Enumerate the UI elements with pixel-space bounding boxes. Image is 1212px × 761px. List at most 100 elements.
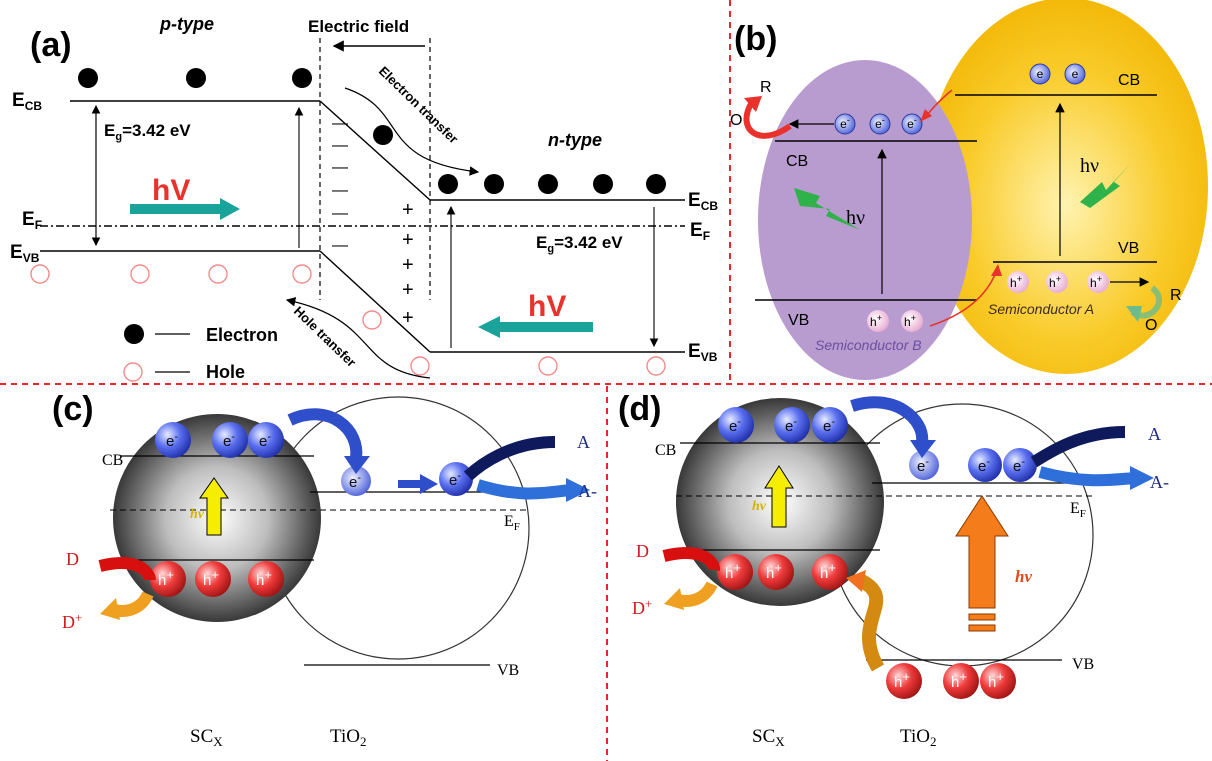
- svg-text:—: —: [332, 159, 348, 176]
- svg-text:e-: e-: [917, 456, 929, 475]
- svg-text:O: O: [1145, 317, 1157, 334]
- svg-text:A: A: [577, 432, 590, 452]
- svg-text:h+: h+: [988, 669, 1004, 691]
- svg-text:hν: hν: [846, 207, 865, 229]
- svg-text:e-: e-: [978, 456, 990, 475]
- panel-a: (a) p-type Electric field: [10, 14, 718, 382]
- electric-field-label: Electric field: [308, 17, 409, 36]
- svg-text:Eg=3.42 eV: Eg=3.42 eV: [536, 233, 623, 255]
- svg-text:ECB: ECB: [688, 190, 718, 213]
- svg-text:h+: h+: [870, 313, 882, 329]
- svg-text:ECB: ECB: [12, 90, 42, 113]
- svg-text:R: R: [1170, 287, 1182, 304]
- svg-text:A-: A-: [1150, 472, 1169, 492]
- svg-text:VB: VB: [1072, 656, 1094, 673]
- svg-text:h+: h+: [203, 567, 219, 589]
- svg-text:—: —: [332, 182, 348, 199]
- panel-d-label: (d): [618, 390, 661, 428]
- svg-text:h+: h+: [158, 567, 174, 589]
- svg-text:hν: hν: [1015, 567, 1032, 586]
- svg-text:h+: h+: [1010, 274, 1022, 290]
- svg-text:Eg=3.42 eV: Eg=3.42 eV: [104, 121, 191, 143]
- n-type-label: n-type: [548, 130, 602, 150]
- svg-text:e-: e-: [1013, 456, 1025, 475]
- holes-d: h+ h+ h+ h+ h+ h+: [717, 554, 1016, 699]
- svg-text:EF: EF: [504, 513, 520, 533]
- holes-c: h+ h+ h+: [150, 561, 284, 597]
- svg-text:—: —: [332, 115, 348, 132]
- svg-text:h+: h+: [904, 313, 916, 329]
- svg-text:e-: e-: [907, 115, 917, 131]
- svg-text:EF: EF: [690, 220, 710, 243]
- svg-text:—: —: [332, 237, 348, 254]
- electrons-c: e- e- e- e- e-: [155, 422, 473, 496]
- svg-text:CB: CB: [786, 153, 808, 170]
- svg-text:+: +: [402, 229, 414, 251]
- svg-text:hν: hν: [752, 499, 767, 514]
- panel-b: (b) CB VB CB VB hν hν e- e- e- e e: [730, 0, 1208, 380]
- svg-text:e-: e-: [349, 472, 361, 491]
- svg-text:e: e: [1072, 67, 1079, 81]
- svg-text:—: —: [332, 205, 348, 222]
- svg-text:EF: EF: [1070, 500, 1086, 520]
- svg-text:Semiconductor B: Semiconductor B: [815, 337, 922, 353]
- svg-text:R: R: [760, 79, 772, 96]
- p-type-label: p-type: [159, 14, 214, 34]
- svg-text:e-: e-: [729, 416, 741, 435]
- svg-text:EVB: EVB: [688, 341, 718, 364]
- svg-text:A: A: [1148, 424, 1161, 444]
- svg-text:+: +: [402, 307, 414, 329]
- svg-text:A-: A-: [578, 481, 597, 501]
- svg-text:e-: e-: [875, 115, 885, 131]
- svg-text:e-: e-: [166, 431, 178, 450]
- holes-b: h+ h+ h+ h+ h+: [867, 271, 1109, 332]
- panel-b-label: (b): [734, 20, 777, 58]
- semiconductor-a-body: [924, 0, 1208, 374]
- svg-text:EVB: EVB: [10, 242, 40, 265]
- svg-text:D: D: [636, 541, 649, 561]
- svg-text:e-: e-: [259, 431, 271, 450]
- svg-text:h+: h+: [256, 567, 272, 589]
- svg-text:SCX: SCX: [190, 726, 223, 749]
- svg-text:SCX: SCX: [752, 726, 785, 749]
- svg-text:hν: hν: [190, 507, 205, 522]
- svg-text:+: +: [402, 279, 414, 301]
- svg-text:h+: h+: [951, 669, 967, 691]
- panel-c-label: (c): [52, 390, 94, 428]
- depletion-region: [319, 38, 431, 300]
- electrons-p: [78, 68, 666, 194]
- svg-text:D+: D+: [632, 596, 652, 618]
- hole-transfer-label: Hole transfer: [291, 303, 359, 370]
- svg-text:EF: EF: [22, 209, 42, 232]
- svg-text:VB: VB: [788, 312, 809, 329]
- svg-text:—: —: [332, 137, 348, 154]
- svg-text:e-: e-: [785, 416, 797, 435]
- electrons-d: e- e- e- e- e- e-: [718, 407, 1037, 482]
- svg-text:h+: h+: [820, 560, 836, 582]
- svg-text:e-: e-: [840, 115, 850, 131]
- svg-text:e-: e-: [449, 470, 461, 489]
- svg-text:CB: CB: [1118, 72, 1140, 89]
- svg-text:h+: h+: [725, 560, 741, 582]
- svg-text:TiO2: TiO2: [900, 726, 936, 749]
- legend-electron: Electron: [206, 325, 278, 345]
- svg-text:TiO2: TiO2: [330, 726, 366, 749]
- svg-text:VB: VB: [1118, 240, 1139, 257]
- svg-text:D: D: [66, 549, 79, 569]
- hv-left: hV: [152, 174, 190, 207]
- svg-text:+: +: [402, 199, 414, 221]
- svg-text:Semiconductor A: Semiconductor A: [988, 301, 1094, 317]
- electrons-b: e- e- e- e e: [834, 63, 1086, 135]
- svg-text:VB: VB: [497, 662, 519, 679]
- svg-text:e-: e-: [223, 431, 235, 450]
- hv-right: hV: [528, 290, 566, 323]
- svg-text:D+: D+: [62, 610, 82, 632]
- band-lines: [40, 100, 685, 353]
- holes: [30, 264, 666, 382]
- svg-text:CB: CB: [655, 442, 676, 459]
- svg-text:h+: h+: [766, 560, 782, 582]
- space-charges: —————— +++++: [332, 115, 414, 329]
- svg-text:O: O: [730, 112, 742, 129]
- svg-text:e: e: [1037, 67, 1044, 81]
